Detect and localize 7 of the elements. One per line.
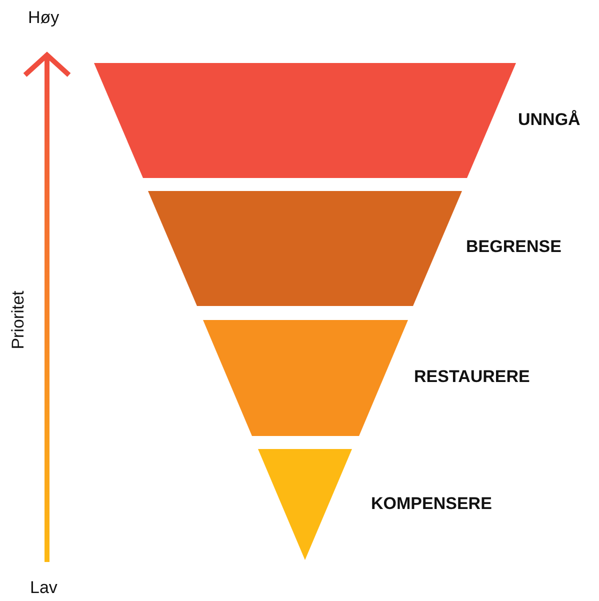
level-label: KOMPENSERE [371,494,492,514]
level-label: BEGRENSE [466,237,562,257]
axis-label: Lav [30,578,58,598]
level-label: UNNGÅ [518,110,580,130]
axis-label: Høy [28,8,60,28]
axis-title: Prioritet [8,290,28,350]
level-label: RESTAURERE [414,367,530,387]
